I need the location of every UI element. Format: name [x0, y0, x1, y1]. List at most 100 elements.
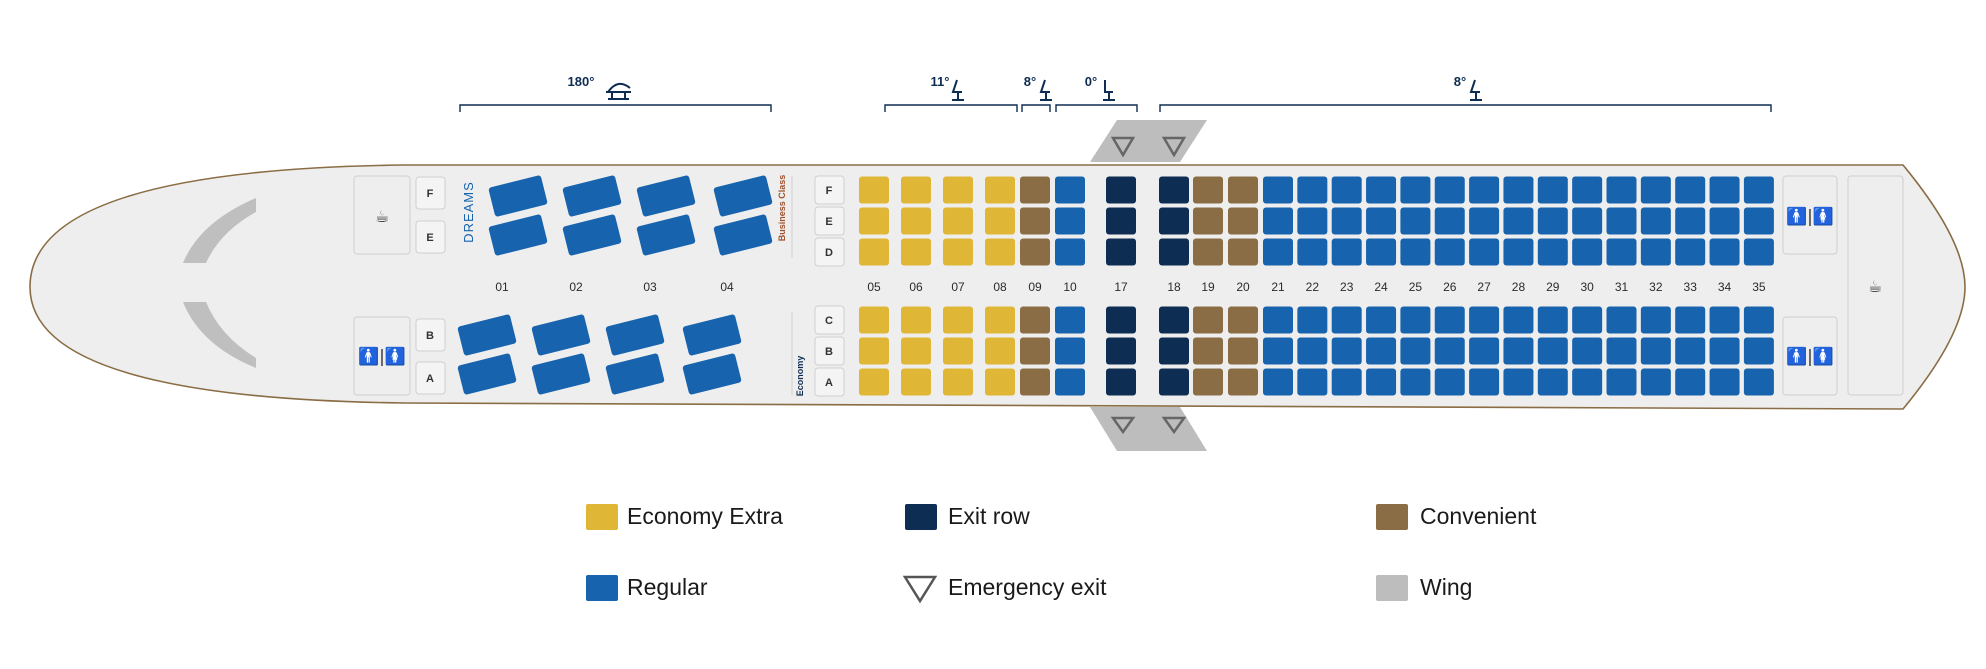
seat-29C[interactable]: [1537, 306, 1568, 334]
seat-34A[interactable]: [1709, 368, 1740, 396]
seat-06E[interactable]: [901, 207, 931, 235]
seat-21A[interactable]: [1263, 368, 1293, 396]
seat-30E[interactable]: [1572, 207, 1603, 235]
seat-28A[interactable]: [1503, 368, 1534, 396]
seat-28F[interactable]: [1503, 176, 1534, 204]
seat-23D[interactable]: [1331, 238, 1362, 266]
seat-35C[interactable]: [1743, 306, 1774, 334]
seat-19D[interactable]: [1193, 238, 1223, 266]
seat-05F[interactable]: [859, 176, 889, 204]
seat-23E[interactable]: [1331, 207, 1362, 235]
seat-24F[interactable]: [1366, 176, 1397, 204]
seat-09D[interactable]: [1020, 238, 1050, 266]
seat-20F[interactable]: [1228, 176, 1258, 204]
seat-33E[interactable]: [1675, 207, 1706, 235]
seat-33B[interactable]: [1675, 337, 1706, 365]
seat-21F[interactable]: [1263, 176, 1293, 204]
seat-35F[interactable]: [1743, 176, 1774, 204]
seat-08A[interactable]: [985, 368, 1015, 396]
seat-34B[interactable]: [1709, 337, 1740, 365]
seat-17E[interactable]: [1106, 207, 1136, 235]
seat-19F[interactable]: [1193, 176, 1223, 204]
seat-03E[interactable]: [636, 214, 696, 256]
seat-10E[interactable]: [1055, 207, 1085, 235]
seat-05B[interactable]: [859, 337, 889, 365]
seat-27D[interactable]: [1469, 238, 1500, 266]
seat-18D[interactable]: [1159, 238, 1189, 266]
seat-20C[interactable]: [1228, 306, 1258, 334]
seat-21D[interactable]: [1263, 238, 1293, 266]
seat-25D[interactable]: [1400, 238, 1431, 266]
seat-32B[interactable]: [1640, 337, 1671, 365]
seat-32F[interactable]: [1640, 176, 1671, 204]
seat-31E[interactable]: [1606, 207, 1637, 235]
seat-24B[interactable]: [1366, 337, 1397, 365]
seat-22C[interactable]: [1297, 306, 1328, 334]
seat-18E[interactable]: [1159, 207, 1189, 235]
seat-09F[interactable]: [1020, 176, 1050, 204]
seat-17B[interactable]: [1106, 337, 1136, 365]
seat-30A[interactable]: [1572, 368, 1603, 396]
seat-17F[interactable]: [1106, 176, 1136, 204]
seat-24C[interactable]: [1366, 306, 1397, 334]
seat-20D[interactable]: [1228, 238, 1258, 266]
seat-18A[interactable]: [1159, 368, 1189, 396]
seat-27C[interactable]: [1469, 306, 1500, 334]
seat-24D[interactable]: [1366, 238, 1397, 266]
seat-29B[interactable]: [1537, 337, 1568, 365]
seat-02A[interactable]: [531, 353, 591, 395]
seat-27A[interactable]: [1469, 368, 1500, 396]
seat-22A[interactable]: [1297, 368, 1328, 396]
seat-10A[interactable]: [1055, 368, 1085, 396]
seat-07C[interactable]: [943, 306, 973, 334]
seat-20E[interactable]: [1228, 207, 1258, 235]
seat-07F[interactable]: [943, 176, 973, 204]
seat-23B[interactable]: [1331, 337, 1362, 365]
seat-28B[interactable]: [1503, 337, 1534, 365]
seat-30D[interactable]: [1572, 238, 1603, 266]
seat-23A[interactable]: [1331, 368, 1362, 396]
seat-03F[interactable]: [636, 175, 696, 217]
seat-31A[interactable]: [1606, 368, 1637, 396]
seat-30C[interactable]: [1572, 306, 1603, 334]
seat-35E[interactable]: [1743, 207, 1774, 235]
seat-24E[interactable]: [1366, 207, 1397, 235]
seat-21C[interactable]: [1263, 306, 1293, 334]
seat-02B[interactable]: [531, 314, 591, 356]
seat-08D[interactable]: [985, 238, 1015, 266]
seat-33A[interactable]: [1675, 368, 1706, 396]
seat-08E[interactable]: [985, 207, 1015, 235]
seat-06C[interactable]: [901, 306, 931, 334]
seat-26B[interactable]: [1434, 337, 1465, 365]
seat-27E[interactable]: [1469, 207, 1500, 235]
seat-22B[interactable]: [1297, 337, 1328, 365]
seat-03B[interactable]: [605, 314, 665, 356]
seat-25F[interactable]: [1400, 176, 1431, 204]
seat-33F[interactable]: [1675, 176, 1706, 204]
seat-21B[interactable]: [1263, 337, 1293, 365]
seat-18F[interactable]: [1159, 176, 1189, 204]
seat-08F[interactable]: [985, 176, 1015, 204]
seat-10F[interactable]: [1055, 176, 1085, 204]
seat-18B[interactable]: [1159, 337, 1189, 365]
seat-35A[interactable]: [1743, 368, 1774, 396]
seat-02F[interactable]: [562, 175, 622, 217]
seat-30B[interactable]: [1572, 337, 1603, 365]
seat-27B[interactable]: [1469, 337, 1500, 365]
seat-26F[interactable]: [1434, 176, 1465, 204]
seat-25B[interactable]: [1400, 337, 1431, 365]
seat-09C[interactable]: [1020, 306, 1050, 334]
seat-34C[interactable]: [1709, 306, 1740, 334]
seat-26C[interactable]: [1434, 306, 1465, 334]
seat-29A[interactable]: [1537, 368, 1568, 396]
seat-34D[interactable]: [1709, 238, 1740, 266]
seat-22E[interactable]: [1297, 207, 1328, 235]
seat-17D[interactable]: [1106, 238, 1136, 266]
seat-25E[interactable]: [1400, 207, 1431, 235]
seat-07D[interactable]: [943, 238, 973, 266]
seat-07A[interactable]: [943, 368, 973, 396]
seat-28D[interactable]: [1503, 238, 1534, 266]
seat-10B[interactable]: [1055, 337, 1085, 365]
seat-29F[interactable]: [1537, 176, 1568, 204]
seat-31C[interactable]: [1606, 306, 1637, 334]
